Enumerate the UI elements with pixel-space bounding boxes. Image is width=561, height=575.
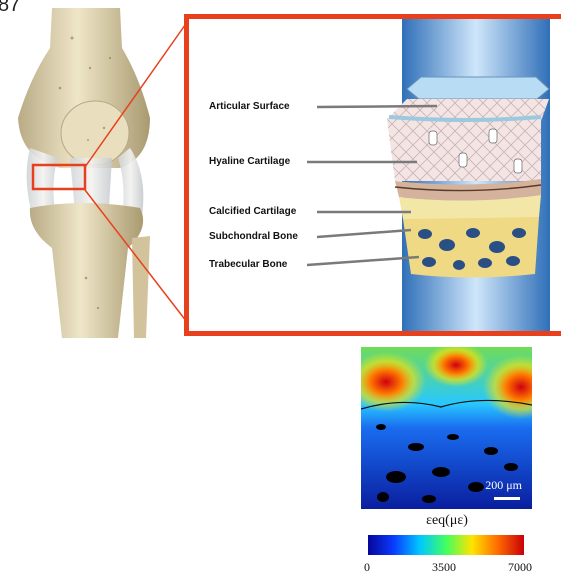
colorbar-tick-max: 7000: [508, 560, 532, 575]
scale-bar: [494, 497, 520, 500]
layer-label-trabecular-bone: Trabecular Bone: [209, 259, 287, 270]
scale-bar-label: 200 μm: [485, 478, 522, 493]
strain-colorbar: [368, 535, 524, 555]
strain-map-image: 200 μm: [361, 347, 532, 509]
layer-label-hyaline-cartilage: Hyaline Cartilage: [209, 156, 290, 167]
layer-label-calcified-cartilage: Calcified Cartilage: [209, 206, 296, 217]
layer-label-subchondral-bone: Subchondral Bone: [209, 231, 298, 242]
colorbar-title: εeq(με): [362, 513, 532, 529]
cartilage-detail-panel: Articular Surface Hyaline Cartilage Calc…: [184, 14, 561, 336]
colorbar-tick-min: 0: [364, 560, 370, 575]
osteochondral-tissue-diagram: [189, 19, 561, 331]
layer-label-articular-surface: Articular Surface: [209, 101, 290, 112]
colorbar-tick-mid: 3500: [432, 560, 456, 575]
